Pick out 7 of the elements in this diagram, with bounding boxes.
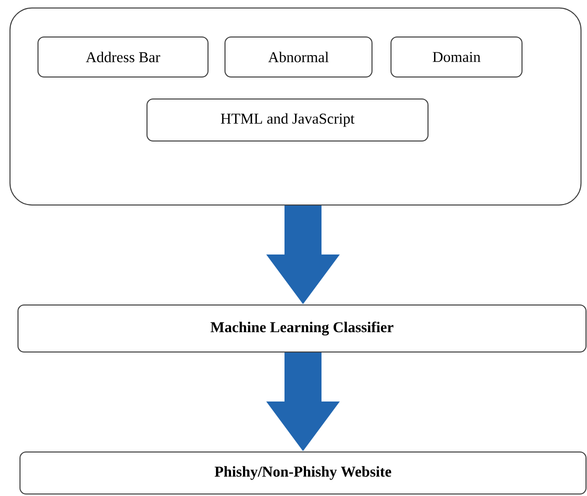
feature-box: HTML and JavaScript xyxy=(146,98,428,142)
feature-box: Abnormal xyxy=(224,36,372,78)
classifier-box: Machine Learning Classifier xyxy=(18,304,586,352)
feature-box: Address Bar xyxy=(38,36,208,78)
feature-box: Domain xyxy=(390,36,522,78)
group-box xyxy=(10,8,582,206)
result-box: Phishy/Non-Phishy Website xyxy=(20,452,586,494)
